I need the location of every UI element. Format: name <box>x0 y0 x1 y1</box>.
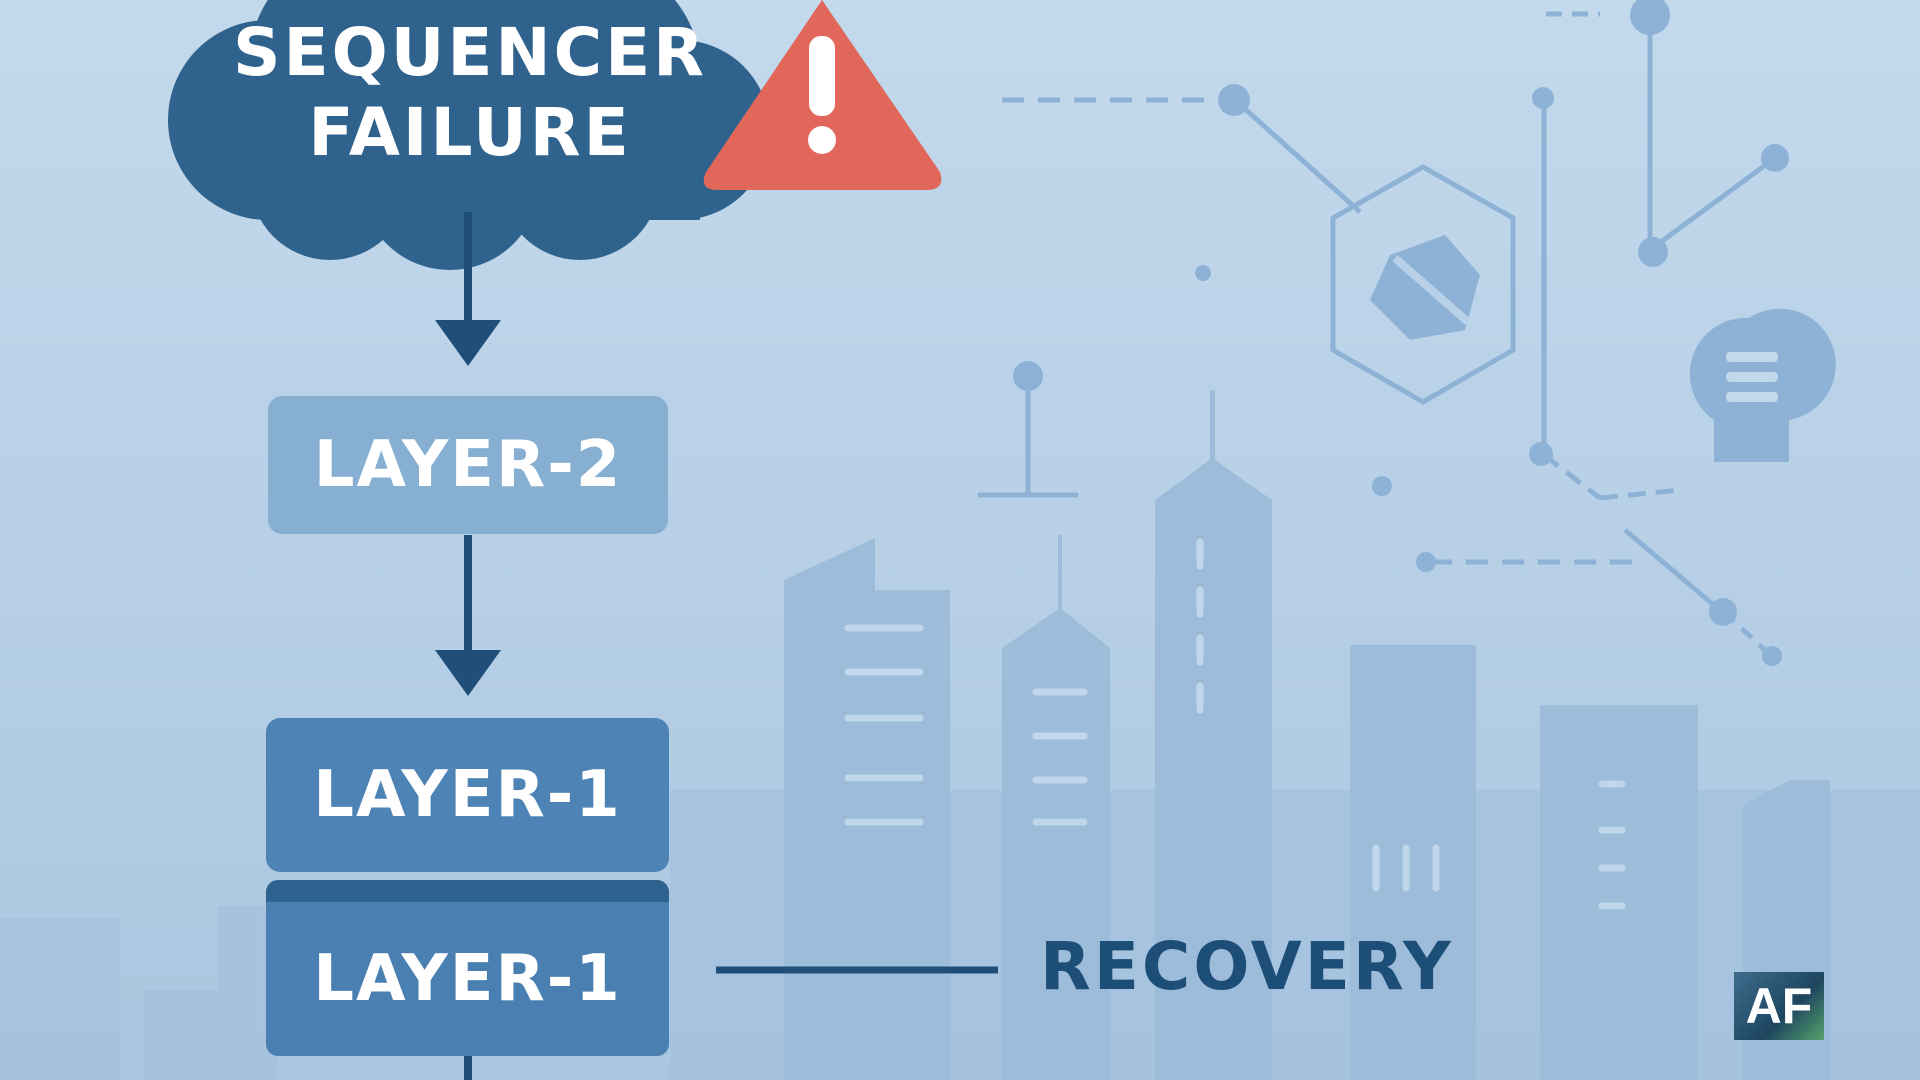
shield-icon <box>1330 164 1516 405</box>
chat-bubble-icon <box>1689 308 1836 462</box>
layer-1-box-top: LAYER-1 <box>266 718 669 872</box>
network-nodes <box>1013 0 1789 666</box>
flow-arrows <box>435 212 501 1080</box>
layer-1-box-bottom: LAYER-1 <box>266 880 669 1056</box>
af-logo: AF <box>1734 972 1824 1040</box>
layer-2-box: LAYER-2 <box>268 396 668 534</box>
cloud-title-line2: FAILURE <box>308 94 632 171</box>
recovery-label: RECOVERY <box>1040 928 1454 1005</box>
cloud-title-line1: SEQUENCER <box>233 14 707 91</box>
skyline-windows <box>844 538 1626 910</box>
sequencer-failure-cloud <box>168 0 770 270</box>
warning-triangle-icon <box>703 0 942 190</box>
network-lines <box>978 11 1777 657</box>
